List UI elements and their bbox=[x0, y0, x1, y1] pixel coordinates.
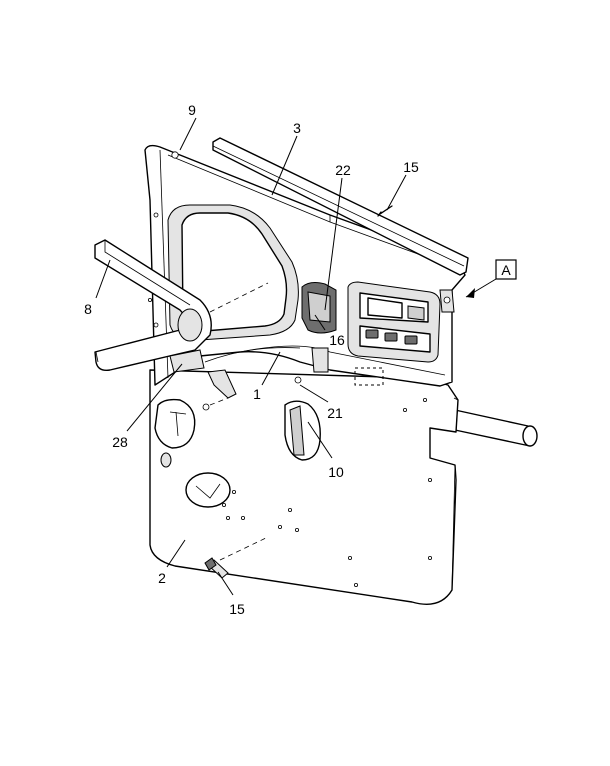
callout-1: 1 bbox=[253, 386, 261, 402]
screws bbox=[202, 205, 393, 579]
callout-9: 9 bbox=[188, 102, 196, 118]
callout-15-bottom: 15 bbox=[229, 601, 245, 617]
mounting-holes bbox=[147, 151, 432, 588]
view-flag-a: A bbox=[495, 259, 517, 280]
door-inner-panel bbox=[149, 369, 459, 605]
callout-28: 28 bbox=[112, 434, 128, 450]
callout-22: 22 bbox=[335, 162, 351, 178]
access-holes bbox=[154, 398, 321, 508]
callout-21: 21 bbox=[327, 405, 343, 421]
assembly-lines bbox=[209, 282, 269, 561]
callout-8: 8 bbox=[84, 301, 92, 317]
outside-handle-rod bbox=[454, 409, 538, 447]
retainer-clips bbox=[207, 347, 384, 399]
switch-housing bbox=[347, 281, 455, 363]
callout-15-top: 15 bbox=[403, 159, 419, 175]
callout-2: 2 bbox=[158, 570, 166, 586]
callout-3: 3 bbox=[293, 120, 301, 136]
callout-10: 10 bbox=[328, 464, 344, 480]
view-flag-letter: A bbox=[501, 262, 511, 278]
handle-bracket bbox=[169, 349, 205, 373]
pull-cup bbox=[301, 282, 337, 334]
pull-handle bbox=[94, 239, 212, 372]
callout-labels: 9 3 15 22 8 16 1 21 28 10 2 15 bbox=[84, 102, 419, 617]
callout-16: 16 bbox=[329, 332, 345, 348]
leader-lines bbox=[95, 117, 497, 596]
